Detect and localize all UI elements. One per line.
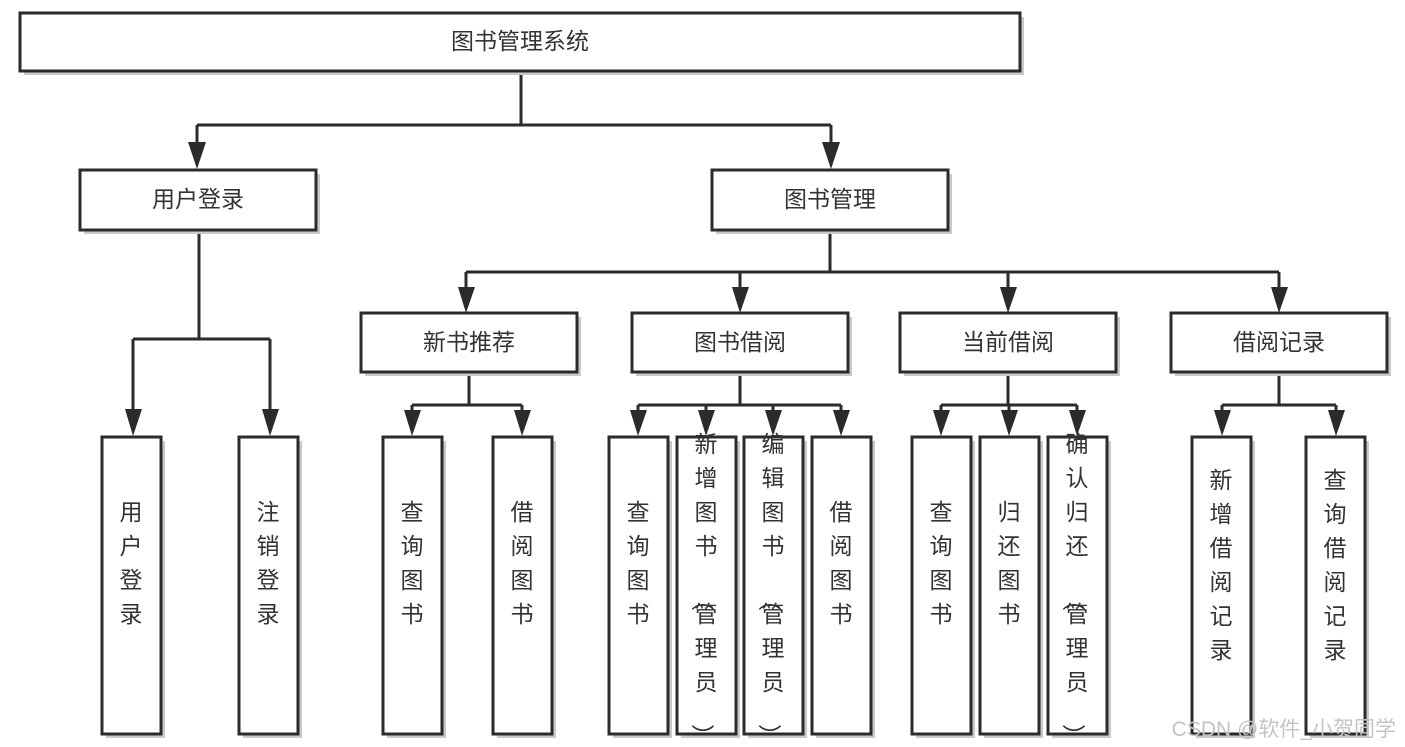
leaf-query-book-2-box (607, 435, 670, 736)
arrow-leaf-borrow-book-2 (833, 410, 850, 436)
leaf-add-book-label: 新增图书（管理员） (690, 431, 718, 747)
leaf-user-login-label: 用户登录 (120, 499, 143, 627)
leaf-borrow-book-2[interactable]: 借阅图书 (810, 435, 875, 738)
leaf-add-book[interactable]: 新增图书（管理员） (675, 431, 740, 747)
arrow-leaf-add-record (1214, 410, 1231, 436)
leaf-query-book-1[interactable]: 查询图书 (381, 435, 446, 738)
arrow-leaf-add-book (698, 410, 715, 436)
leaf-query-record-label: 查询借阅记录 (1324, 467, 1347, 663)
node-current-borrow[interactable]: 当前借阅 (898, 311, 1120, 376)
leaf-add-book-box (675, 435, 738, 736)
leaf-borrow-book-1-label: 借阅图书 (511, 499, 534, 627)
arrow-to-borrow-record (1271, 287, 1288, 313)
arrow-to-user-login (188, 142, 206, 169)
leaf-edit-book-box (742, 435, 805, 736)
node-root-box (18, 11, 1022, 73)
leaf-logout-login-box (237, 435, 300, 736)
leaf-confirm-return-box (1046, 435, 1109, 736)
leaf-confirm-return-label: 确认归还（管理员） (1061, 431, 1089, 747)
leaf-logout-login[interactable]: 注销登录 (237, 435, 302, 738)
leaf-logout-login-label: 注销登录 (257, 499, 280, 627)
leaf-query-book-3-box (910, 435, 973, 736)
leaf-query-book-1-label: 查询图书 (401, 499, 424, 627)
leaf-edit-book[interactable]: 编辑图书（管理员） (742, 431, 807, 747)
leaf-borrow-book-1-box (491, 435, 554, 736)
node-new-book-recommend[interactable]: 新书推荐 (359, 311, 581, 376)
node-book-borrow[interactable]: 图书借阅 (630, 311, 852, 376)
connector-layer (125, 74, 1345, 436)
arrow-leaf-confirm-return (1069, 410, 1086, 436)
node-book-manage[interactable]: 图书管理 (710, 168, 952, 234)
leaf-query-book-1-box (381, 435, 444, 736)
node-root[interactable]: 图书管理系统 (18, 11, 1024, 75)
node-user-login-box (78, 168, 318, 232)
leaf-return-book-label: 归还图书 (998, 499, 1021, 627)
node-nbr-label: 新书推荐 (423, 329, 515, 355)
node-nbr-box (359, 311, 579, 374)
node-book-manage-box (710, 168, 950, 232)
arrow-leaf-user-login (125, 409, 142, 436)
arrow-to-current-borrow (1000, 287, 1017, 313)
arrow-leaf-query-book-3 (933, 410, 950, 436)
leaf-query-book-3[interactable]: 查询图书 (910, 435, 975, 738)
leaf-add-record-box (1190, 435, 1253, 736)
leaf-return-book[interactable]: 归还图书 (978, 435, 1043, 738)
leaf-return-book-box (978, 435, 1041, 736)
node-user-login[interactable]: 用户登录 (78, 168, 320, 234)
arrow-leaf-edit-book (765, 410, 782, 436)
node-bb-label: 图书借阅 (694, 329, 786, 355)
arrow-leaf-query-book-1 (404, 410, 421, 436)
leaf-confirm-return[interactable]: 确认归还（管理员） (1046, 431, 1111, 747)
leaf-query-book-3-label: 查询图书 (930, 499, 953, 627)
leaf-add-record-label: 新增借阅记录 (1210, 467, 1233, 663)
node-cb-box (898, 311, 1118, 374)
watermark-text: CSDN @软件_小贺同学 (1172, 718, 1396, 741)
node-borrow-record[interactable]: 借阅记录 (1169, 311, 1391, 376)
leaf-add-record[interactable]: 新增借阅记录 (1190, 435, 1255, 738)
node-cb-label: 当前借阅 (962, 329, 1054, 355)
node-br-label: 借阅记录 (1233, 329, 1325, 355)
leaf-borrow-book-2-box (810, 435, 873, 736)
leaf-user-login[interactable]: 用户登录 (100, 435, 165, 738)
arrow-to-book-borrow (732, 287, 749, 313)
node-user-login-label: 用户登录 (152, 186, 244, 212)
arrow-leaf-query-book-2 (630, 410, 647, 436)
arrow-leaf-query-record (1328, 410, 1345, 436)
leaf-user-login-box (100, 435, 163, 736)
node-book-manage-label: 图书管理 (784, 186, 876, 212)
leaf-query-record-box (1304, 435, 1367, 736)
leaf-query-book-2-label: 查询图书 (627, 499, 650, 627)
arrow-to-book-manage (822, 142, 840, 169)
leaf-borrow-book-2-label: 借阅图书 (830, 499, 853, 627)
arrow-to-new-book-recommend (458, 287, 475, 313)
leaf-borrow-book-1[interactable]: 借阅图书 (491, 435, 556, 738)
leaf-query-record[interactable]: 查询借阅记录 (1304, 435, 1369, 738)
arrow-leaf-borrow-book-1 (514, 410, 531, 436)
node-root-label: 图书管理系统 (451, 28, 589, 54)
arrow-leaf-return-book (1001, 410, 1018, 436)
leaf-query-book-2[interactable]: 查询图书 (607, 435, 672, 738)
node-br-box (1169, 311, 1389, 374)
leaf-edit-book-label: 编辑图书（管理员） (757, 431, 785, 747)
arrow-leaf-logout-login (262, 409, 279, 436)
node-bb-box (630, 311, 850, 374)
